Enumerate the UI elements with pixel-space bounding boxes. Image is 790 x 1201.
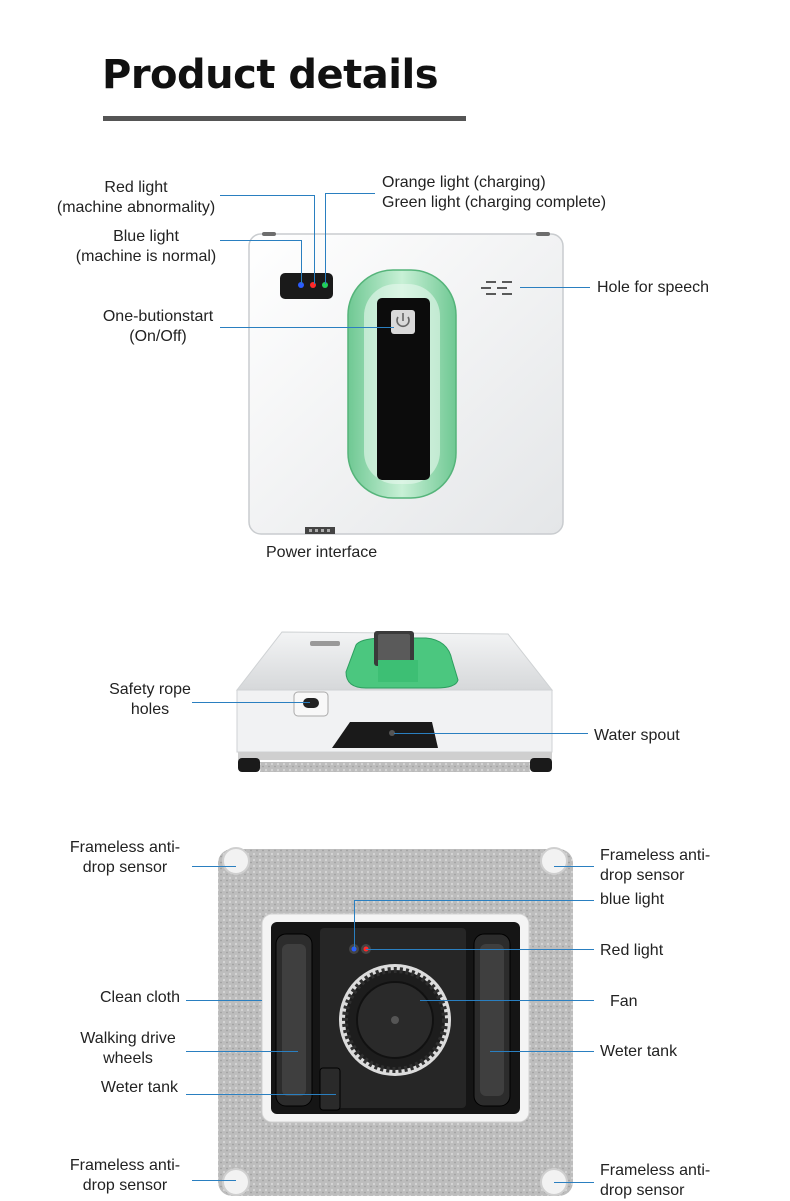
one-button-label: One-butionstart (On/Off) (92, 307, 224, 347)
sensor-top-left-line1: Frameless anti- (69, 839, 181, 856)
red-light-label-line1: Red light (104, 179, 168, 196)
walking-wheels-line1: Walking drive (80, 1030, 176, 1047)
sensor-bottom-left-label: Frameless anti- drop sensor (60, 1156, 190, 1196)
sensor-top-right-line2: drop sensor (600, 867, 685, 884)
leader-safety-rope (192, 702, 310, 704)
title-underline (103, 116, 466, 121)
leader-orange-green-drop (325, 193, 327, 284)
water-tank-left-label: Weter tank (100, 1079, 178, 1096)
green-light-label: Green light (charging complete) (382, 194, 607, 211)
safety-rope-label-line1: Safety rope (109, 681, 191, 698)
leader-bottom-red (366, 949, 594, 951)
sensor-bottom-left-line1: Frameless anti- (69, 1157, 181, 1174)
orange-green-light-label: Orange light (charging) Green light (cha… (382, 173, 606, 213)
leader-one-button (220, 327, 394, 329)
walking-wheels-label: Walking drive wheels (66, 1029, 190, 1069)
clean-cloth-label: Clean cloth (99, 989, 180, 1006)
sensor-top-left-label: Frameless anti- drop sensor (60, 838, 190, 878)
leader-sensor-tl (192, 866, 236, 868)
leader-blue-light-drop (301, 240, 303, 284)
fan-label: Fan (610, 993, 638, 1010)
sensor-bottom-right-line2: drop sensor (600, 1182, 685, 1199)
sensor-top-right-line1: Frameless anti- (600, 847, 711, 864)
speech-hole-label: Hole for speech (597, 279, 710, 296)
sensor-bottom-right-label: Frameless anti- drop sensor (600, 1161, 710, 1201)
leader-walking-wheels (186, 1051, 298, 1053)
red-light-label-line2: (machine abnormality) (56, 199, 216, 216)
leader-sensor-bl (192, 1180, 236, 1182)
blue-light-label-line1: Blue light (113, 228, 179, 245)
blue-light-label: Blue light (machine is normal) (66, 227, 226, 267)
sensor-top-right-label: Frameless anti- drop sensor (600, 846, 710, 886)
page-title: Product details (102, 52, 439, 98)
leader-orange-green (325, 193, 375, 195)
leader-blue-light (220, 240, 302, 242)
power-interface-label: Power interface (266, 544, 378, 561)
sensor-top-left-line2: drop sensor (82, 859, 168, 876)
one-button-label-line1: One-butionstart (102, 308, 214, 325)
blue-light-label-line2: (machine is normal) (75, 248, 217, 265)
leader-bottom-blue-drop (354, 900, 356, 949)
leader-fan (420, 1000, 594, 1002)
front-view-device (248, 232, 564, 535)
leader-sensor-tr (554, 866, 594, 868)
bottom-blue-light-label: blue light (600, 891, 665, 908)
one-button-label-line2: (On/Off) (129, 328, 187, 345)
bottom-view-device (218, 847, 573, 1196)
orange-light-label: Orange light (charging) (382, 174, 546, 191)
side-view-device (235, 631, 554, 772)
leader-clean-cloth (186, 1000, 262, 1002)
leader-water-spout (394, 733, 588, 735)
leader-water-tank-right (490, 1051, 594, 1053)
walking-wheels-line2: wheels (103, 1050, 153, 1067)
bottom-red-light-label: Red light (600, 942, 664, 959)
sensor-bottom-right-line1: Frameless anti- (600, 1162, 711, 1179)
safety-rope-label: Safety rope holes (98, 680, 202, 720)
water-tank-right-label: Weter tank (600, 1043, 678, 1060)
red-light-label: Red light (machine abnormality) (48, 178, 224, 218)
leader-sensor-br (554, 1182, 594, 1184)
sensor-bottom-left-line2: drop sensor (82, 1177, 168, 1194)
leader-red-light-drop (314, 195, 316, 284)
leader-red-light (220, 195, 315, 197)
leader-bottom-blue (354, 900, 594, 902)
leader-speech-hole (520, 287, 590, 289)
water-spout-label: Water spout (594, 727, 680, 744)
safety-rope-label-line2: holes (130, 701, 170, 718)
leader-water-tank-left (186, 1094, 336, 1096)
